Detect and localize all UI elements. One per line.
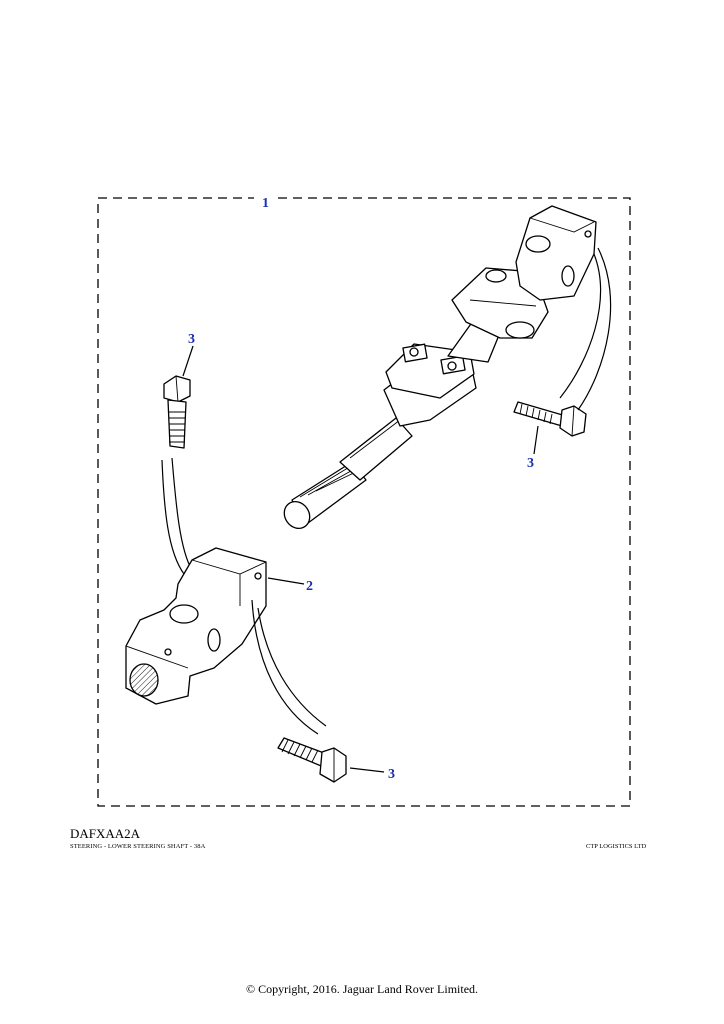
callout-3-right: 3 — [527, 456, 534, 471]
callout-2: 2 — [306, 579, 313, 594]
callout-3-bottom: 3 — [388, 767, 395, 782]
copyright-notice: © Copyright, 2016. Jaguar Land Rover Lim… — [245, 982, 479, 996]
callout-1: 1 — [262, 196, 269, 211]
diagram-reference-code: DAFXAA2A — [70, 826, 141, 841]
bolt-top-left — [163, 375, 191, 449]
bolt-right — [513, 401, 587, 437]
diagram-description: STEERING - LOWER STEERING SHAFT - 38A — [70, 843, 206, 850]
supplier-name: CTP LOGISTICS LTD — [586, 843, 647, 850]
lower-steering-shaft — [283, 205, 597, 530]
callout-3-top-left: 3 — [188, 332, 195, 347]
universal-joint — [125, 547, 267, 705]
bolt-bottom — [277, 737, 347, 783]
